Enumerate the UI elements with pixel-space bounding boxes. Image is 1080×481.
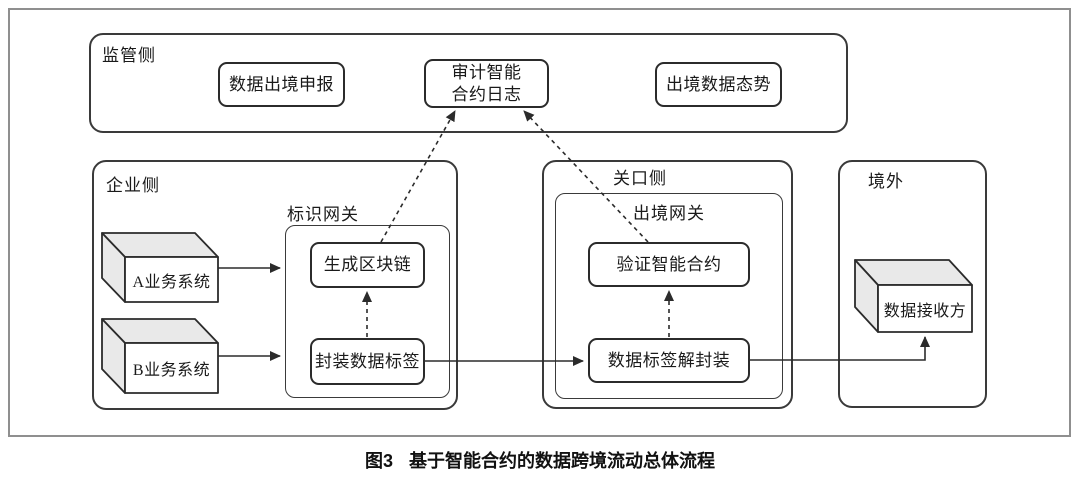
node-generate-blockchain-label: 生成区块链 [323, 255, 412, 274]
node-system-a-label: A业务系统 [132, 273, 211, 291]
node-verify-smart-contract: 验证智能合约 [588, 242, 750, 287]
node-data-exit-declaration-label: 数据出境申报 [229, 74, 334, 94]
node-exit-data-posture: 出境数据态势 [655, 62, 782, 107]
node-system-b: B业务系统 [125, 343, 218, 393]
group-regulator-label: 监管侧 [102, 46, 156, 65]
node-audit-contract-log-line1: 审计智能 [451, 62, 522, 82]
node-encapsulate-data-label: 封装数据标签 [310, 338, 425, 385]
node-audit-contract-log: 审计智能 合约日志 [424, 59, 549, 108]
figure-caption: 图3 基于智能合约的数据跨境流动总体流程 [0, 447, 1080, 473]
node-verify-smart-contract-label: 验证智能合约 [616, 254, 722, 274]
node-data-receiver-label: 数据接收方 [883, 302, 967, 320]
figure-caption-title: 基于智能合约的数据跨境流动总体流程 [409, 451, 715, 471]
node-decapsulate-data-label-text: 数据标签解封装 [607, 350, 731, 370]
group-enterprise-label: 企业侧 [106, 176, 160, 195]
node-generate-blockchain: 生成区块链 [310, 242, 425, 288]
figure-caption-number: 图3 [364, 451, 393, 471]
node-data-exit-declaration: 数据出境申报 [218, 62, 345, 107]
node-decapsulate-data-label: 数据标签解封装 [588, 338, 750, 383]
node-system-a: A业务系统 [125, 257, 218, 302]
identity-gateway-label: 标识网关 [287, 205, 359, 224]
node-data-receiver: 数据接收方 [878, 285, 972, 332]
group-overseas [838, 160, 987, 408]
exit-gateway-label: 出境网关 [633, 204, 705, 223]
node-encapsulate-data-label-text: 封装数据标签 [315, 351, 420, 371]
group-overseas-label: 境外 [868, 172, 904, 191]
group-checkpoint-label: 关口侧 [613, 169, 667, 188]
node-exit-data-posture-label: 出境数据态势 [666, 74, 771, 94]
node-audit-contract-log-line2: 合约日志 [451, 84, 522, 104]
node-system-b-label: B业务系统 [132, 362, 211, 379]
